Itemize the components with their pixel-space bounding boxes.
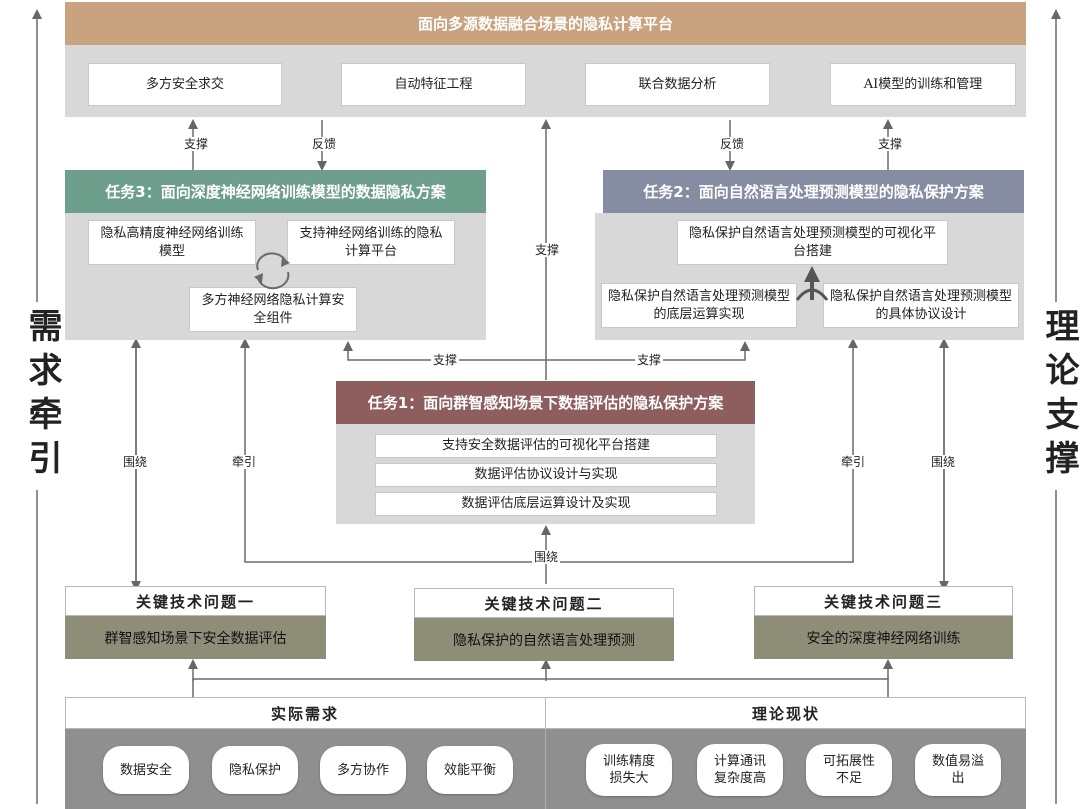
label-around-center: 围绕: [532, 550, 561, 564]
platform-item-ai-model: AI模型的训练和管理: [830, 63, 1016, 106]
task1-title: 任务1：面向群智感知场景下数据评估的隐私保护方案: [336, 381, 755, 424]
label-around-right: 围绕: [929, 455, 958, 469]
task3-title: 任务3：面向深度神经网络训练模型的数据隐私方案: [65, 170, 486, 213]
theory-pill-overflow: 数值易溢出: [915, 744, 1001, 796]
task2-box-protocol: 隐私保护自然语言处理预测模型的具体协议设计: [823, 283, 1019, 328]
key-issue-2-title: 关键技术问题二: [414, 588, 674, 618]
label-support-task3: 支撑: [431, 353, 460, 367]
need-pill-efficiency: 效能平衡: [427, 746, 513, 794]
theory-pill-scalability: 可拓展性不足: [806, 744, 892, 796]
label-feedback-right: 反馈: [718, 137, 747, 151]
bottom-panel-divider: [545, 729, 546, 809]
task2-box-visual: 隐私保护自然语言处理预测模型的可视化平台搭建: [677, 220, 948, 265]
need-pill-collaboration: 多方协作: [320, 746, 406, 794]
platform-item-auto-feature: 自动特征工程: [341, 63, 526, 106]
need-pill-data-security: 数据安全: [103, 746, 189, 794]
label-support-right: 支撑: [876, 137, 905, 151]
task1-item-visual: 支持安全数据评估的可视化平台搭建: [375, 434, 717, 458]
theory-pill-complexity: 计算通讯复杂度高: [697, 744, 783, 796]
platform-item-joint-analysis: 联合数据分析: [585, 63, 770, 106]
label-support-task2: 支撑: [635, 353, 664, 367]
platform-item-psi: 多方安全求交: [88, 63, 282, 106]
task2-box-low-level: 隐私保护自然语言处理预测模型的底层运算实现: [601, 283, 797, 328]
theory-pill-accuracy-loss: 训练精度损失大: [586, 744, 672, 796]
key-issue-3-desc: 安全的深度神经网络训练: [754, 616, 1013, 659]
label-around-left: 围绕: [121, 455, 150, 469]
bottom-right-title: 理论现状: [751, 704, 820, 723]
task1-item-protocol: 数据评估协议设计与实现: [375, 463, 717, 487]
task3-box-model: 隐私高精度神经网络训练模型: [88, 220, 256, 265]
label-lead-right: 牵引: [839, 455, 868, 469]
task3-box-platform: 支持神经网络训练的隐私计算平台: [287, 220, 455, 265]
task3-box-component: 多方神经网络隐私计算安全组件: [189, 287, 357, 332]
label-feedback-left: 反馈: [310, 137, 339, 151]
key-issue-1-desc: 群智感知场景下安全数据评估: [65, 616, 326, 659]
label-support-left: 支撑: [182, 137, 211, 151]
key-issue-1-title: 关键技术问题一: [65, 586, 326, 616]
platform-title: 面向多源数据融合场景的隐私计算平台: [65, 2, 1026, 45]
key-issue-3-title: 关键技术问题三: [754, 586, 1013, 616]
need-pill-privacy: 隐私保护: [212, 746, 298, 794]
right-side-label: 理论支撑: [1037, 302, 1079, 490]
label-lead-left: 牵引: [230, 455, 259, 469]
label-support-center: 支撑: [533, 243, 562, 257]
bottom-header-divider: [545, 697, 546, 729]
left-side-label: 需求牵引: [20, 302, 62, 490]
key-issue-2-desc: 隐私保护的自然语言处理预测: [414, 618, 674, 661]
bottom-left-title: 实际需求: [270, 704, 339, 723]
task2-title: 任务2：面向自然语言处理预测模型的隐私保护方案: [603, 170, 1024, 213]
task1-item-low-level: 数据评估底层运算设计及实现: [375, 492, 717, 516]
